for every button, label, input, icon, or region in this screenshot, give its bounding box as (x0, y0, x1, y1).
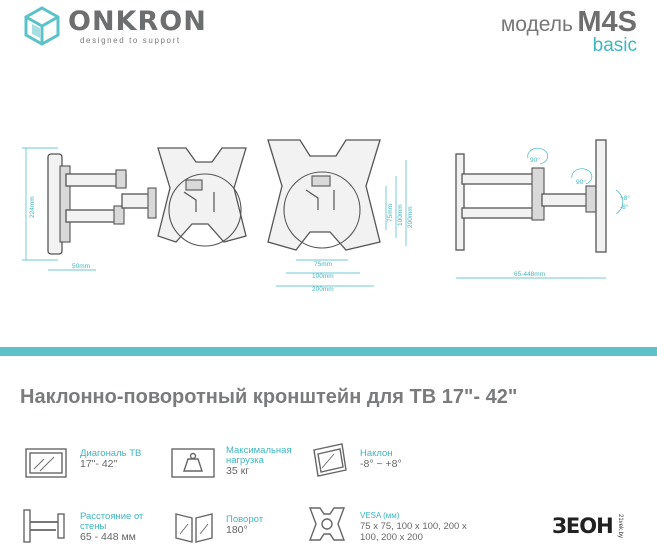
tilt-down-dim: -8° (620, 203, 629, 211)
weight-load-icon (171, 448, 215, 478)
accent-band (0, 347, 657, 356)
top-view: 90° 90° +8° -8° 65-448mm (455, 139, 630, 279)
spec-rotation: Поворот 180° (226, 515, 296, 536)
spec-value: 180° (226, 524, 248, 536)
product-title: Наклонно-поворотный кронштейн для ТВ 17"… (20, 386, 518, 408)
reach-dim: 65-448mm (514, 271, 545, 278)
model-block: модель M4S basic (501, 6, 637, 57)
brand-name: ONKRON (68, 6, 207, 37)
spec-label: Максимальная нагрузка (226, 445, 292, 466)
cube-logo-icon (24, 6, 60, 46)
spec-label: VESA (мм) (360, 511, 400, 520)
vesa-v-mid-dim: 100mm (397, 204, 404, 226)
rotation-icon (175, 513, 213, 543)
spec-vesa: VESA (мм) 75 x 75, 100 x 100, 200 x 100,… (360, 511, 470, 543)
spec-label: Наклон (360, 448, 393, 459)
tv-diagonal-icon (25, 448, 67, 478)
retailer-name: ЗЕОН (552, 514, 614, 538)
front-plate-left (157, 147, 247, 247)
spec-load: Максимальная нагрузка 35 кг (226, 446, 296, 477)
vesa-plate-icon (308, 507, 346, 541)
side-view: 224mm 50mm (22, 147, 157, 271)
wall-distance-icon (23, 509, 65, 543)
model-variant: basic (592, 35, 637, 56)
vesa-h-large-dim: 200mm (312, 286, 334, 293)
retailer-logo: ЗЕОН 21vek.by (552, 514, 623, 538)
vesa-h-small-dim: 75mm (314, 261, 332, 268)
side-height-dim: 224mm (29, 196, 36, 218)
technical-drawing: 224mm 50mm 75mm 100mm 200mm 75mm 100mm (22, 139, 630, 293)
retailer-suffix: 21vek.by (617, 514, 624, 539)
vesa-v-large-dim: 200mm (407, 206, 414, 228)
model-label: модель (500, 13, 573, 36)
spec-value: -8° ~ +8° (360, 458, 402, 470)
spec-value: 65 - 448 мм (80, 531, 136, 543)
spec-wall-distance: Расстояние от стены 65 - 448 мм (80, 512, 160, 543)
spec-diagonal: Диагональ ТВ 17"- 42" (80, 449, 160, 470)
spec-label: Диагональ ТВ (80, 448, 142, 459)
model-name: M4S (577, 6, 637, 38)
brand-tagline: designed to support (80, 36, 181, 45)
swivel-top-dim: 90° (530, 156, 540, 164)
swivel-mid-dim: 90° (576, 178, 586, 186)
spec-value: 75 x 75, 100 x 100, 200 x 100, 200 x 200 (360, 521, 467, 543)
vesa-h-mid-dim: 100mm (312, 273, 334, 280)
wall-offset-dim: 50mm (72, 263, 90, 270)
spec-label: Расстояние от стены (80, 511, 144, 532)
brand-logo: ONKRON designed to support (24, 6, 224, 48)
spec-label: Поворот (226, 514, 264, 525)
tilt-up-dim: +8° (620, 194, 630, 202)
spec-tilt: Наклон -8° ~ +8° (360, 449, 430, 470)
front-plate-right: 75mm 100mm 200mm 75mm 100mm 200mm (267, 139, 414, 293)
vesa-v-small-dim: 75mm (387, 204, 394, 222)
tilt-icon (313, 443, 347, 477)
spec-value: 17"- 42" (80, 458, 118, 470)
spec-value: 35 кг (226, 465, 250, 477)
